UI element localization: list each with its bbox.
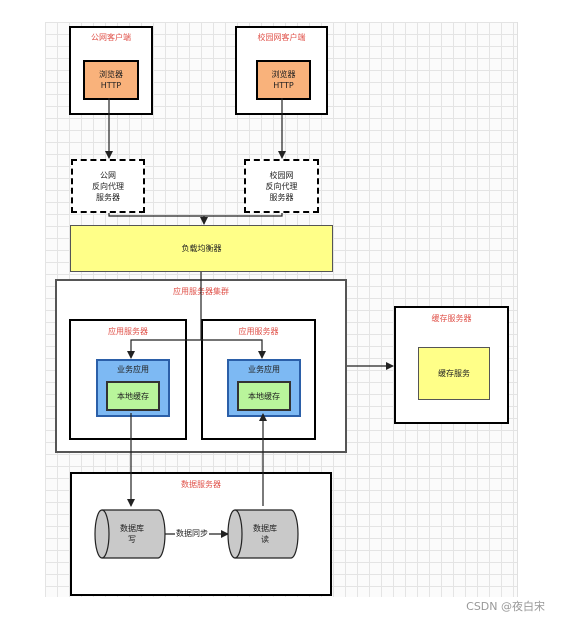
- campus-client-group: 校园网客户端 浏览器 HTTP: [235, 26, 328, 115]
- app-server-2-local-cache: 本地缓存: [237, 381, 291, 411]
- db-server-title: 数据服务器: [181, 480, 221, 489]
- line-campus-proxy-to-lb: [204, 213, 283, 217]
- cache-server-group: 缓存服务器 缓存服务: [394, 306, 509, 424]
- db-sync-label: 数据同步: [175, 528, 209, 539]
- app-server-1-business-app-label: 业务应用: [117, 365, 149, 374]
- app-server-1: 应用服务器 业务应用 本地缓存: [69, 319, 187, 440]
- cache-service-box: 缓存服务: [418, 347, 490, 400]
- public-browser-box: 浏览器 HTTP: [83, 60, 139, 100]
- cache-server-title: 缓存服务器: [431, 314, 472, 323]
- app-server-1-title: 应用服务器: [108, 327, 148, 336]
- load-balancer-box: 负载均衡器: [70, 225, 333, 272]
- db-read-label: 数据库 读: [253, 524, 277, 544]
- campus-browser-box: 浏览器 HTTP: [256, 60, 311, 100]
- arrow-lb-to-app-2: [201, 339, 266, 359]
- watermark: CSDN @夜白宋: [466, 600, 545, 613]
- public-client-group: 公网客户端 浏览器 HTTP: [69, 26, 153, 115]
- app-server-1-local-cache: 本地缓存: [106, 381, 160, 411]
- db-write-label: 数据库 写: [120, 524, 144, 544]
- line-public-proxy-to-lb: [108, 213, 204, 217]
- public-proxy-box: 公网 反向代理 服务器: [71, 159, 145, 213]
- arrow-lb-to-app-1: [127, 339, 201, 359]
- app-server-2-business-app-label: 业务应用: [248, 365, 280, 374]
- db-read-cylinder: [227, 509, 299, 559]
- campus-proxy-box: 校园网 反向代理 服务器: [244, 159, 319, 213]
- app-server-2-title: 应用服务器: [238, 327, 279, 336]
- db-write-cylinder: [94, 509, 166, 559]
- campus-client-title: 校园网客户端: [257, 33, 306, 42]
- public-client-title: 公网客户端: [91, 33, 131, 42]
- app-server-1-business-app: 业务应用 本地缓存: [96, 359, 170, 417]
